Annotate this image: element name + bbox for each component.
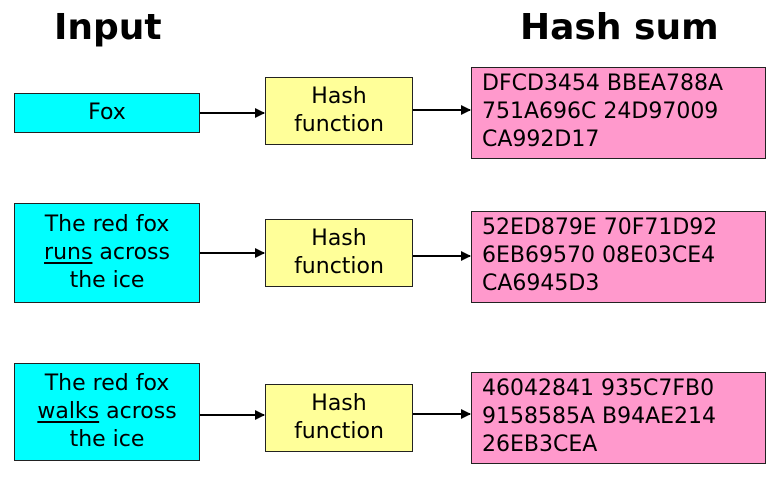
hash-2-line-1: 52ED879E 70F71D92 [482,215,718,240]
input-3-line-1: The red fox [44,371,170,396]
input-2-line-2-rest: across [92,240,170,265]
input-box-3: The red fox walks across the ice [14,363,200,461]
input-3-changed-word: walks [37,399,100,424]
hash-2-line-2: 6EB69570 08E03CE4 [482,243,716,268]
function-1-line-2: function [294,112,384,137]
input-2-changed-word: runs [44,240,93,265]
hash-3-line-2: 9158585A B94AE214 [482,404,717,429]
function-2-line-2: function [294,254,384,279]
input-3-line-2-rest: across [99,399,177,424]
hash-3-line-1: 46042841 935C7FB0 [482,376,715,401]
hash-sum-box-3: 46042841 935C7FB0 9158585A B94AE214 26EB… [471,372,766,464]
input-box-1: Fox [14,93,200,133]
hash-1-line-2: 751A696C 24D97009 [482,99,719,124]
input-box-2: The red fox runs across the ice [14,203,200,303]
hash-3-line-3: 26EB3CEA [482,432,598,457]
hash-2-line-3: CA6945D3 [482,271,600,296]
input-2-line-3: the ice [69,268,145,293]
hash-sum-heading: Hash sum [520,7,719,48]
function-1-line-1: Hash [311,84,367,109]
hash-sum-box-2: 52ED879E 70F71D92 6EB69570 08E03CE4 CA69… [471,211,766,303]
function-3-line-2: function [294,419,384,444]
input-3-line-3: the ice [69,427,145,452]
hash-function-box-1: Hash function [265,77,413,145]
input-2-line-1: The red fox [44,212,170,237]
function-3-line-1: Hash [311,391,367,416]
input-1-line-1: Fox [88,100,126,125]
hash-1-line-1: DFCD3454 BBEA788A [482,71,724,96]
input-heading: Input [54,7,162,48]
hash-function-box-3: Hash function [265,384,413,452]
hash-1-line-3: CA992D17 [482,127,600,152]
hash-sum-box-1: DFCD3454 BBEA788A 751A696C 24D97009 CA99… [471,67,766,159]
function-2-line-1: Hash [311,226,367,251]
hash-function-box-2: Hash function [265,219,413,287]
